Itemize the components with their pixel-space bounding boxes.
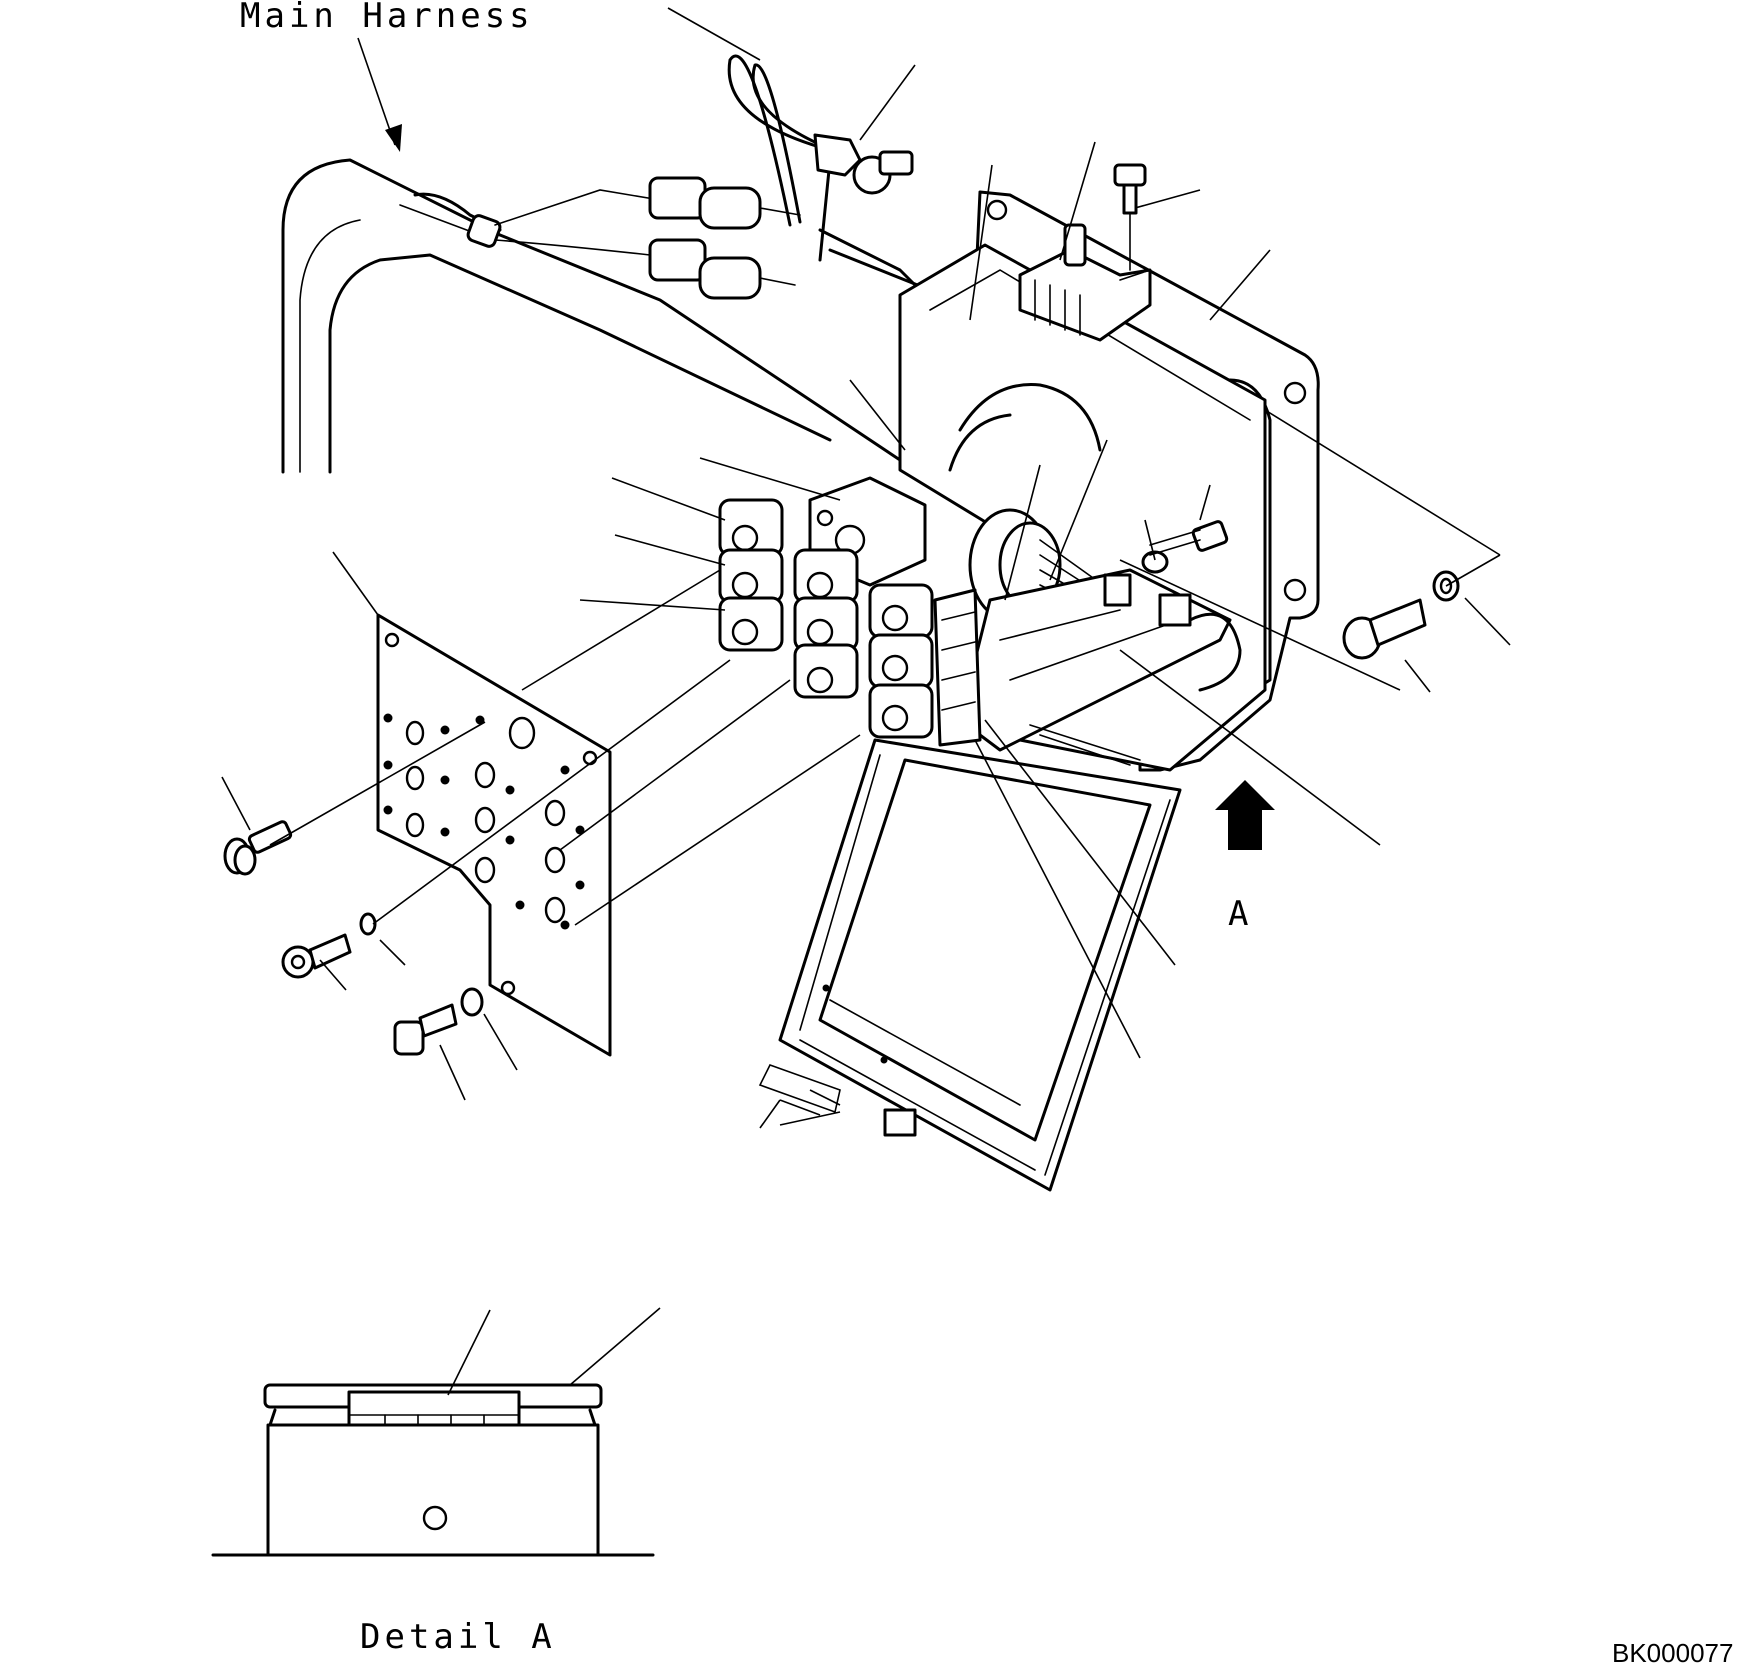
cover-frame xyxy=(778,724,1182,1192)
fuse-row-4 xyxy=(793,643,934,739)
branch-connector-lower xyxy=(648,238,796,300)
main-harness xyxy=(281,54,932,474)
drawing-code: BK000077 xyxy=(1612,1638,1733,1665)
fuse-box-case xyxy=(898,163,1320,772)
main-harness-label: Main Harness xyxy=(240,0,534,36)
clamp-bolt xyxy=(852,150,914,195)
plate-bolt-lower xyxy=(393,987,484,1056)
branch-connector-upper xyxy=(648,176,801,230)
top-screw xyxy=(1113,163,1147,271)
main-harness-arrowhead xyxy=(385,124,402,152)
terminal-strip xyxy=(933,588,982,747)
case-bolt-right xyxy=(1342,570,1460,660)
main-harness-arrow-shaft xyxy=(357,37,396,146)
leader-lines xyxy=(221,7,1511,1129)
fuse-row-1 xyxy=(718,498,784,557)
view-a-label: A xyxy=(1228,894,1252,934)
inner-bolt xyxy=(1149,520,1229,556)
detail-a-label: Detail A xyxy=(360,1617,556,1657)
view-a-arrow xyxy=(1215,780,1275,850)
plate-bolt-upper xyxy=(223,820,293,876)
detail-a-view xyxy=(211,1307,661,1557)
plate-screw-mid xyxy=(281,912,377,979)
fuse-block-cluster xyxy=(718,476,982,747)
fuse-row-3 xyxy=(718,596,934,689)
